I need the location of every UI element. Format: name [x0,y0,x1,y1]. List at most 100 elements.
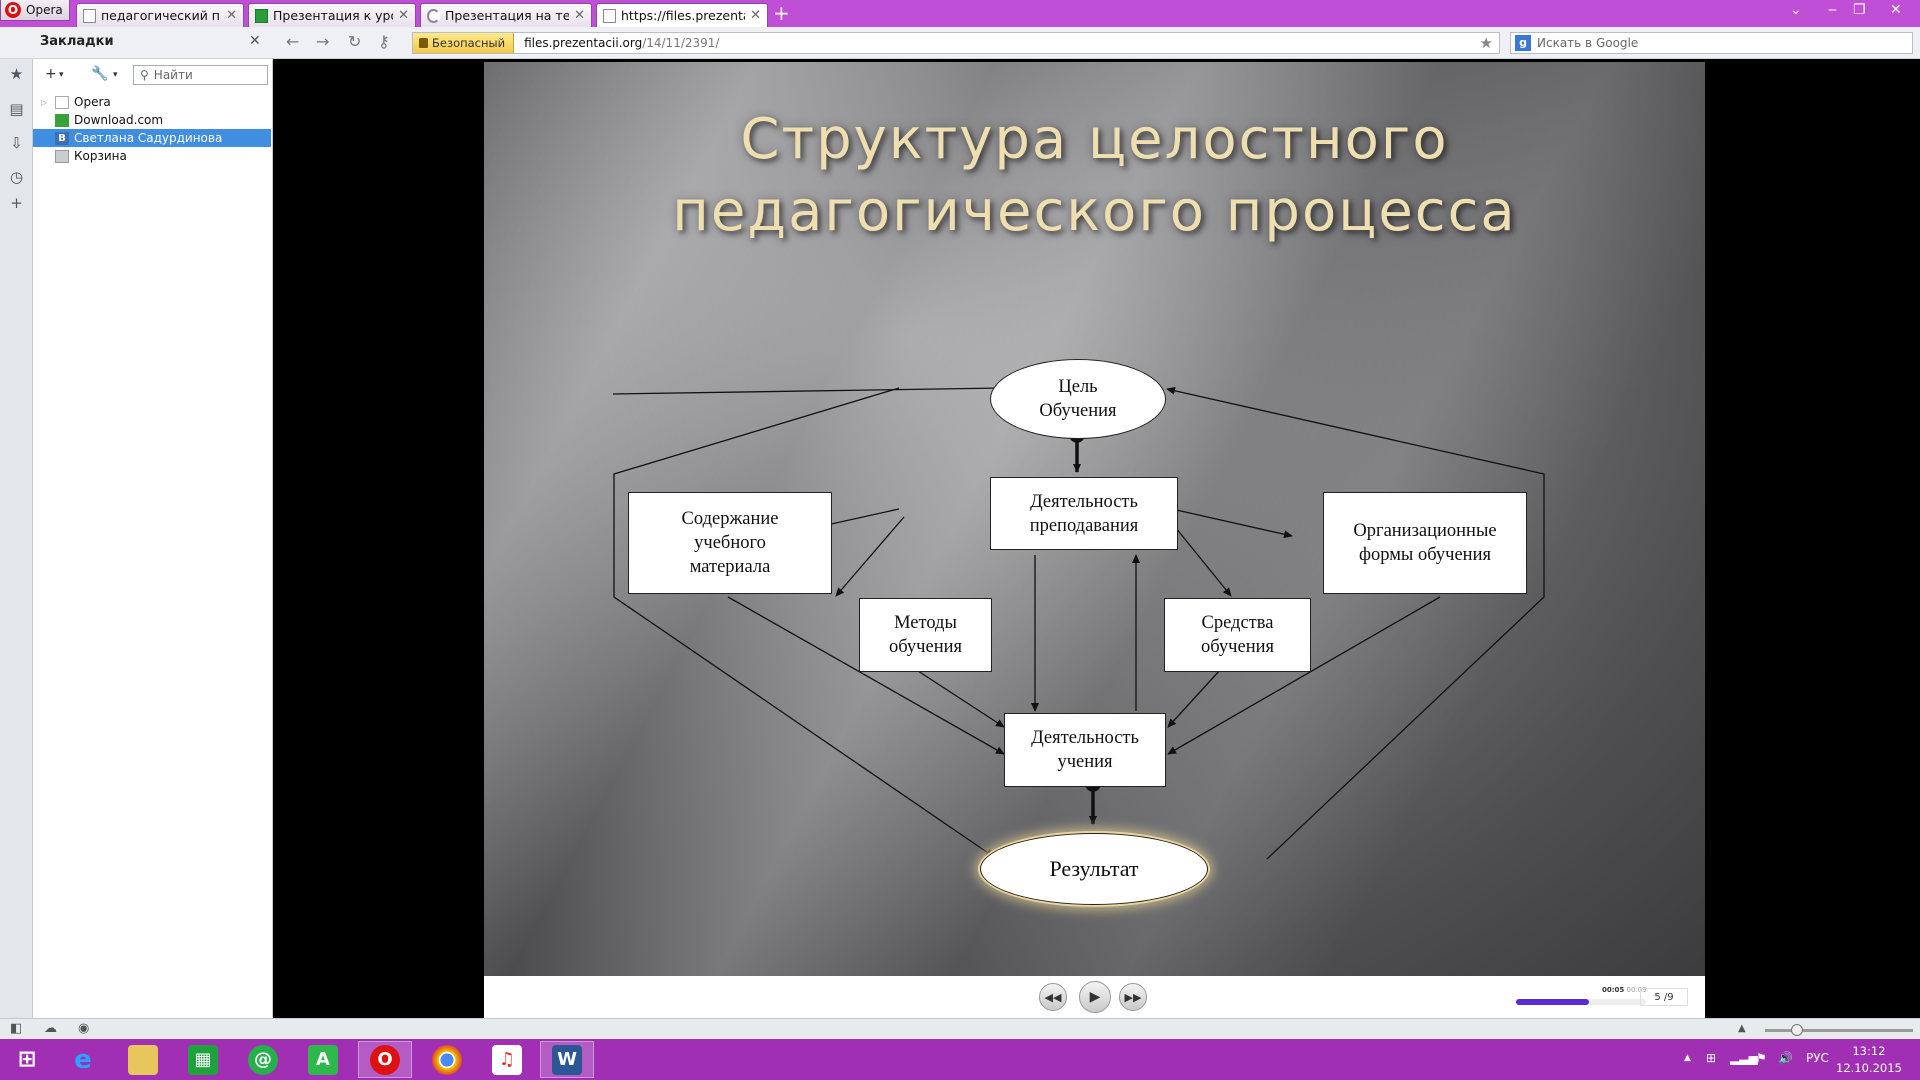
connector-goal-left-to-result [613,387,995,858]
forward-arrow-icon[interactable]: → [316,32,330,51]
fast-forward-button[interactable]: ▶▶ [1119,983,1147,1011]
address-bar[interactable]: Безопасный files.prezentacii.org/14/11/2… [412,32,1500,54]
slide-title-line-1: Структура целостного [740,107,1449,172]
progress-bar[interactable] [1516,999,1646,1005]
bookmark-label: Opera [74,95,111,109]
lock-icon [419,38,428,48]
loading-spinner-icon [427,8,440,23]
zoom-slider-knob[interactable] [1791,1024,1803,1036]
node-result: Результат [980,833,1208,905]
cloud-icon[interactable]: ☁ [44,1021,57,1036]
taskbar-a-app[interactable]: A [296,1041,350,1078]
new-tab-button[interactable]: + [773,1,790,25]
close-tab-icon[interactable]: ✕ [750,8,761,23]
taskbar-mail-agent[interactable]: @ [236,1041,290,1078]
search-field[interactable]: g Искать в Google [1510,32,1913,54]
security-badge[interactable]: Безопасный [413,33,515,53]
taskbar-itunes[interactable]: ♫ [480,1041,534,1078]
start-button[interactable]: ⊞ [0,1041,54,1078]
node-teaching-activity: Деятельность преподавания [990,477,1178,550]
downloads-icon[interactable]: ⇩ [10,134,23,152]
tab-4-active[interactable]: https://files.prezentacii... ✕ [596,3,768,27]
diagram-connectors [612,386,1545,860]
add-bookmark-icon[interactable]: + [45,66,57,82]
play-button[interactable]: ▶ [1079,981,1111,1013]
bookmark-svetlana-selected[interactable]: B Светлана Садурдинова [33,129,271,147]
bookmark-star-icon[interactable]: ★ [1479,34,1493,52]
input-language[interactable]: РУС [1806,1051,1829,1065]
taskbar-chrome[interactable] [420,1041,474,1078]
connector-content-to-learning [727,596,1005,755]
connector-means-to-learning [1167,668,1222,728]
store-icon: ▦ [188,1044,218,1075]
reload-icon[interactable]: ↻ [348,32,362,51]
network-signal-icon[interactable]: ▂▃▅ [1730,1051,1758,1065]
add-panel-icon[interactable]: + [10,194,23,212]
windows-logo-icon: ⊞ [17,1046,37,1072]
close-tab-icon[interactable]: ✕ [226,8,237,23]
time-current: 00:05 [1602,986,1625,994]
close-panel-icon[interactable]: ✕ [249,33,261,49]
search-placeholder: Искать в Google [1537,36,1639,50]
close-tab-icon[interactable]: ✕ [398,8,409,23]
action-center-flag-icon[interactable]: ⚑ [1756,1051,1767,1065]
connector-result-right-to-goal [1166,386,1545,860]
tab-label: Презентация к уроку ... [273,8,393,23]
slide-title-line-2: педагогического процесса [672,179,1517,244]
rewind-button[interactable]: ◀◀ [1039,983,1067,1011]
scroll-up-icon[interactable]: ▲ [1738,1023,1746,1034]
zoom-slider[interactable] [1765,1024,1913,1036]
tab-3[interactable]: Презентация на тему ... ✕ [420,3,592,27]
bookmark-download-com[interactable]: Download.com [33,111,273,129]
panel-toggle-icon[interactable]: ◧ [10,1021,23,1036]
bookmarks-panel-title[interactable]: Закладки [40,34,114,49]
windows-flag-tray-icon[interactable]: ⊞ [1706,1051,1717,1065]
slide-title: Структура целостного педагогического про… [484,104,1705,248]
find-bookmarks-input[interactable]: ⚲ Найти [133,65,268,85]
minimize-icon[interactable]: ‒ [1828,2,1837,18]
tab-2[interactable]: Презентация к уроку ... ✕ [248,3,416,27]
tab-1[interactable]: педагогический проц... ✕ [76,3,244,27]
bookmark-folder-opera[interactable]: ▷ Opera [33,93,273,111]
slide-counter: 5 /9 [1640,988,1688,1006]
navigation-toolbar: Закладки ✕ ← → ↻ ⚷ Безопасный files.prez… [0,27,1920,59]
taskbar-ie[interactable]: e [56,1041,110,1078]
turbo-icon[interactable]: ◉ [78,1021,90,1036]
connector-methods-to-learning [914,668,1005,728]
bookmark-trash[interactable]: Корзина [33,147,273,165]
checkmark-page-icon [255,8,268,23]
taskbar-word[interactable]: W [540,1041,594,1078]
taskbar-explorer[interactable] [116,1041,170,1078]
url-text: files.prezentacii.org/14/11/2391/ [514,36,719,50]
close-window-icon[interactable]: ✕ [1890,2,1902,18]
opera-menu-button[interactable]: O Opera [0,0,70,21]
close-tab-icon[interactable]: ✕ [574,8,585,23]
google-search-icon[interactable]: g [1515,35,1531,51]
bookmarks-star-icon[interactable]: ★ [9,65,24,83]
back-arrow-icon[interactable]: ← [286,32,300,51]
opera-logo-icon: O [5,2,21,18]
blog-b-icon: B [55,131,69,145]
key-icon[interactable]: ⚷ [378,32,390,51]
add-dropdown-chevron-icon[interactable]: ▾ [59,70,64,80]
page-icon [83,8,96,23]
show-hidden-icons-chevron-icon[interactable]: ▲ [1684,1053,1691,1063]
notes-icon[interactable]: ▤ [9,100,24,118]
taskbar-opera-active[interactable]: O [358,1041,412,1078]
expand-arrow-icon[interactable]: ▷ [41,97,48,107]
taskbar-store[interactable]: ▦ [176,1041,230,1078]
opera-menu-label: Opera [26,3,63,17]
history-clock-icon[interactable]: ◷ [9,168,24,186]
bookmark-label: Download.com [74,113,164,127]
url-domain: files.prezentacii.org [524,36,643,50]
volume-icon[interactable]: 🔊 [1778,1051,1793,1065]
restore-icon[interactable]: ❐ [1853,2,1866,18]
wrench-icon[interactable]: 🔧 [91,66,109,82]
tools-dropdown-chevron-icon[interactable]: ▾ [113,70,118,80]
side-panel-strip: ★ ▤ ⇩ ◷ + [0,59,33,1018]
clock-time: 13:12 [1852,1044,1886,1058]
system-clock[interactable]: 13:12 12.10.2015 [1836,1043,1902,1077]
time-readout: 00:05 00:09 [1602,986,1647,994]
tab-list-chevron-icon[interactable]: ⌄ [1790,2,1802,18]
slide[interactable]: Структура целостного педагогического про… [484,62,1705,976]
